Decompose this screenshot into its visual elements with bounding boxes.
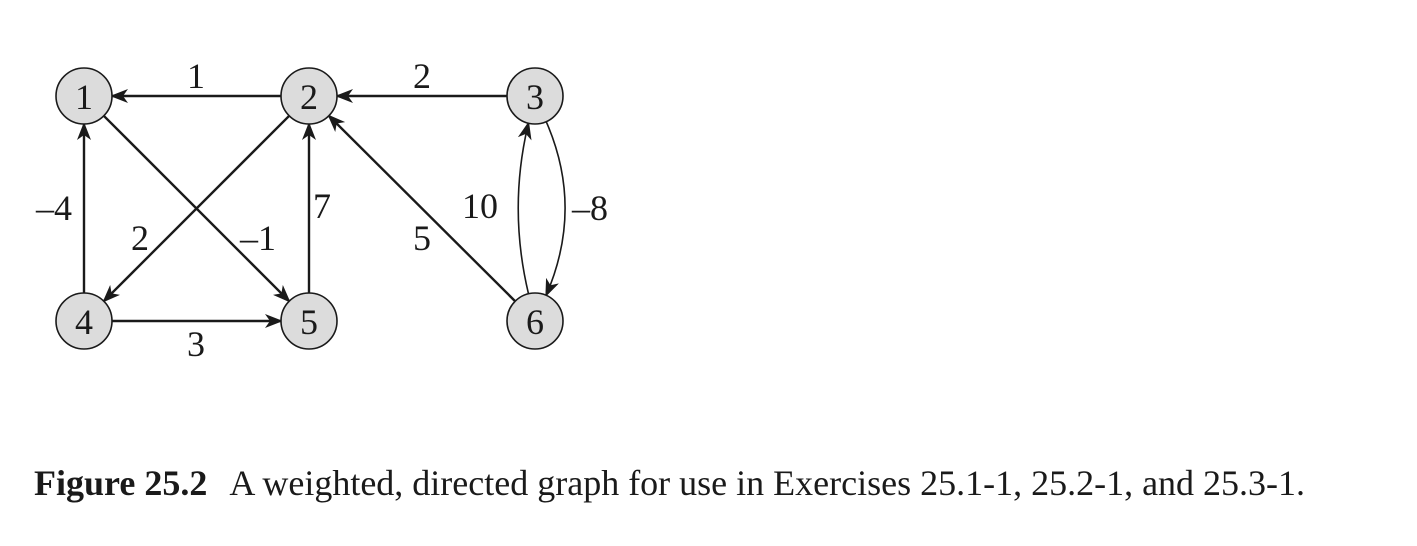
edge-1-to-5	[102, 114, 291, 303]
figure-number: Figure 25.2	[34, 463, 208, 503]
node-2-circle	[280, 67, 338, 125]
node-5-circle	[280, 292, 338, 350]
edge-weight-1-to-5: –1	[239, 218, 276, 258]
edge-6-to-3	[517, 121, 532, 294]
edge-6-to-2	[327, 114, 517, 303]
node-1-circle	[55, 67, 113, 125]
node-6-label: 6	[526, 302, 544, 342]
edge-weight-4-to-1: –4	[35, 188, 72, 228]
edge-weight-4-to-5: 3	[187, 324, 205, 364]
node-5: 5	[280, 292, 338, 350]
edge-weight-6-to-2: 5	[413, 218, 431, 258]
node-1: 1	[55, 67, 113, 125]
edge-weight-3-to-6: –8	[571, 188, 608, 228]
node-2: 2	[280, 67, 338, 125]
weighted-directed-graph: 1 2 3 4 5 6 1 2 –4 2 –1 7 3 5 10 –8	[35, 56, 608, 364]
edge-weight-6-to-3: 10	[462, 186, 498, 226]
edge-weight-5-to-2: 7	[313, 186, 331, 226]
node-5-label: 5	[300, 302, 318, 342]
node-2-label: 2	[300, 77, 318, 117]
node-3-circle	[506, 67, 564, 125]
node-4: 4	[55, 292, 113, 350]
node-4-circle	[55, 292, 113, 350]
figure-caption: Figure 25.2 A weighted, directed graph fo…	[34, 462, 1305, 504]
node-6: 6	[506, 292, 564, 350]
edge-3-to-6	[545, 121, 566, 298]
caption-text: A weighted, directed graph for use in Ex…	[229, 463, 1306, 503]
edge-weight-2-to-1: 1	[187, 56, 205, 96]
edge-weight-3-to-2: 2	[413, 56, 431, 96]
node-3: 3	[506, 67, 564, 125]
node-3-label: 3	[526, 77, 544, 117]
node-4-label: 4	[75, 302, 93, 342]
node-1-label: 1	[75, 77, 93, 117]
edge-weight-2-to-4: 2	[131, 218, 149, 258]
node-6-circle	[506, 292, 564, 350]
